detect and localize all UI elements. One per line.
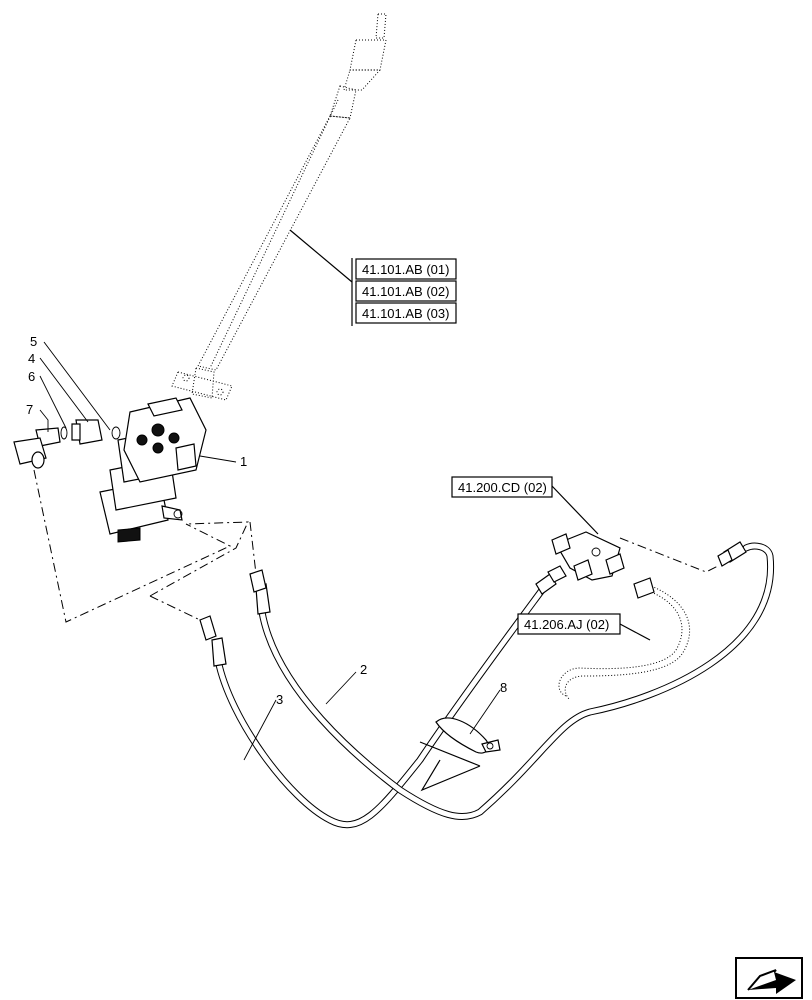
hoses: [199, 541, 774, 829]
ref-steering-01[interactable]: 41.101.AB (01): [362, 262, 449, 277]
connection-lines: [33, 469, 719, 623]
callout-1[interactable]: 1: [240, 454, 247, 469]
ref-box-steering-01: [355, 258, 457, 280]
steering-column: [171, 13, 387, 401]
steering-unit: [99, 397, 207, 543]
valve-leader: [551, 485, 599, 535]
steering-column-references: 41.101.AB (01) 41.101.AB (02) 41.101.AB …: [351, 258, 457, 326]
ref-steering-03[interactable]: 41.101.AB (03): [362, 306, 449, 321]
callout-7[interactable]: 7: [26, 402, 33, 417]
ref-box-steering-02: [355, 280, 457, 302]
o-ring-5: [111, 426, 121, 440]
return-hose: [558, 577, 690, 701]
left-callouts: 5 4 6 7 1: [26, 334, 247, 469]
callout-2[interactable]: 2: [360, 662, 367, 677]
hose-callouts: 2 3 8: [243, 662, 507, 761]
column-leader: [289, 229, 353, 283]
callout-5[interactable]: 5: [30, 334, 37, 349]
fitting-parts: [13, 419, 121, 469]
return-leader: [619, 623, 651, 641]
callout-3[interactable]: 3: [276, 692, 283, 707]
ref-box-steering-03: [355, 302, 457, 324]
ref-box-return: [517, 613, 621, 635]
ref-valve-block[interactable]: 41.200.CD (02): [458, 480, 547, 495]
callout-8[interactable]: 8: [500, 680, 507, 695]
next-page-arrow-icon[interactable]: [735, 957, 803, 999]
ref-steering-02[interactable]: 41.101.AB (02): [362, 284, 449, 299]
valve-block: [551, 531, 625, 581]
callout-4[interactable]: 4: [28, 351, 35, 366]
ref-return-hose[interactable]: 41.206.AJ (02): [524, 617, 609, 632]
hose-clip-8: [419, 717, 501, 792]
callout-6[interactable]: 6: [28, 369, 35, 384]
ref-box-valve: [451, 476, 553, 498]
o-ring-6: [60, 426, 68, 440]
